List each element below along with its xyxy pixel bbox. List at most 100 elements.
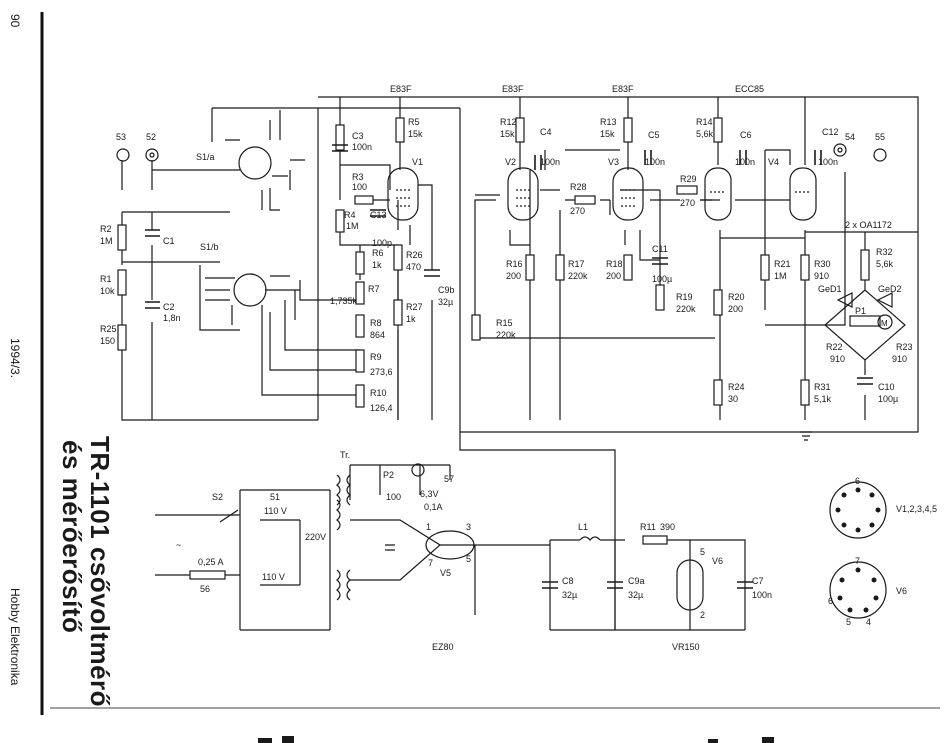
socket-7pin-top-pin: 7 <box>855 556 860 566</box>
r26-value: 470 <box>406 262 421 272</box>
r27-label: R27 <box>406 302 423 312</box>
r5-label: R5 <box>408 117 420 127</box>
r13-value: 15k <box>600 129 615 139</box>
r15-label: R15 <box>496 318 513 328</box>
r17-value: 220k <box>568 271 588 281</box>
r32-label: R32 <box>876 247 893 257</box>
r25-value: 150 <box>100 336 115 346</box>
v5-pin7: 7 <box>428 558 433 568</box>
jack-53-label: 53 <box>116 132 126 142</box>
c4-value: 100n <box>540 157 560 167</box>
r30-label: R30 <box>814 259 831 269</box>
c13-value: 100p <box>372 238 392 248</box>
r13-label: R13 <box>600 117 617 127</box>
meter-symbol <box>877 314 893 330</box>
ac-symbol: ~ <box>176 540 181 550</box>
r31-value: 5,1k <box>814 394 832 404</box>
r17-label: R17 <box>568 259 585 269</box>
r24-value: 30 <box>728 394 738 404</box>
r29-value: 270 <box>680 198 695 208</box>
tube-v4b <box>789 167 817 221</box>
v3-label: V3 <box>608 157 619 167</box>
c10-label: C10 <box>878 382 895 392</box>
socket-9pin <box>829 481 887 539</box>
c6-label: C6 <box>740 130 752 140</box>
r14-value: 5,6k <box>696 129 714 139</box>
r20-value: 200 <box>728 304 743 314</box>
r28-value: 270 <box>570 206 585 216</box>
v6-pin5: 5 <box>700 547 705 557</box>
capacitors <box>145 144 873 589</box>
r5-value: 15k <box>408 129 423 139</box>
r20-label: R20 <box>728 292 745 302</box>
r29-label: R29 <box>680 174 697 184</box>
tube-v1-type: E83F <box>390 84 412 94</box>
c3-label: C3 <box>352 131 364 141</box>
c8-value: 32µ <box>562 590 577 600</box>
pilot-lamp <box>411 463 425 477</box>
c7-value: 100n <box>752 590 772 600</box>
v5-pin3: 3 <box>466 522 471 532</box>
switch-s1b-label: S1/b <box>200 242 219 252</box>
c2-value: 1,8n <box>163 313 181 323</box>
c3-value: 100n <box>352 142 372 152</box>
fuse-terminal-label: 56 <box>200 584 210 594</box>
c11-label: C11 <box>652 244 668 254</box>
c7-label: C7 <box>752 576 764 586</box>
v6-label: V6 <box>712 556 723 566</box>
tube-v2-type: E83F <box>502 84 524 94</box>
r31-label: R31 <box>814 382 831 392</box>
socket-7pin-label: V6 <box>896 586 907 596</box>
r21-value: 1M <box>774 271 787 281</box>
tube-v6-type: VR150 <box>672 642 700 652</box>
r12-value: 15k <box>500 129 515 139</box>
wiring <box>121 96 919 631</box>
r6-value: 1k <box>372 260 382 270</box>
c13-label: C13 <box>370 210 387 220</box>
r4-value: 1M <box>346 221 359 231</box>
p2-value: 100 <box>386 492 401 502</box>
r22-value: 910 <box>830 354 845 364</box>
tube-v2 <box>507 167 539 221</box>
fuse-label: 0,25 A <box>198 557 224 567</box>
r10-label: R10 <box>370 388 387 398</box>
diodes-label: 2 x OA1172 <box>845 220 892 230</box>
c10-value: 100µ <box>878 394 898 404</box>
r23-label: R23 <box>896 342 913 352</box>
r11-value: 390 <box>660 522 675 532</box>
c4-label: C4 <box>540 127 552 137</box>
r11-label: R11 <box>640 522 656 532</box>
p2-label: P2 <box>383 470 394 480</box>
r8-value: 864 <box>370 330 385 340</box>
jack-55-label: 55 <box>875 132 885 142</box>
lamp-voltage: 6,3V <box>420 489 439 499</box>
r23-value: 910 <box>892 354 907 364</box>
r12-label: R12 <box>500 117 517 127</box>
r24-label: R24 <box>728 382 745 392</box>
r22-label: R22 <box>826 342 843 352</box>
socket-7pin-pin5: 5 <box>846 617 851 627</box>
tube-v5 <box>425 530 475 560</box>
socket-9pin-label: V1,2,3,4,5 <box>896 504 937 514</box>
r6-label: R6 <box>372 248 384 258</box>
socket-7pin <box>829 561 887 619</box>
terminal-57-label: 57 <box>444 474 454 484</box>
r8-label: R8 <box>370 318 382 328</box>
winding-110a-label: 110 V <box>264 506 287 516</box>
v4-label: V4 <box>768 157 779 167</box>
r3-value: 100 <box>352 182 367 192</box>
c5-value: 100n <box>645 157 665 167</box>
ged2-label: GeD2 <box>878 284 902 294</box>
c12-value: 100n <box>818 157 838 167</box>
c1-label: C1 <box>163 236 175 246</box>
tube-v4-type: ECC85 <box>735 84 764 94</box>
v2-label: V2 <box>505 157 516 167</box>
r9-label: R9 <box>370 352 382 362</box>
lamp-current: 0,1A <box>424 502 443 512</box>
r14-label: R14 <box>696 117 713 127</box>
jack-54-label: 54 <box>845 132 855 142</box>
r1-value: 10k <box>100 286 115 296</box>
r15-value: 220k <box>496 330 516 340</box>
r19-value: 220k <box>676 304 696 314</box>
